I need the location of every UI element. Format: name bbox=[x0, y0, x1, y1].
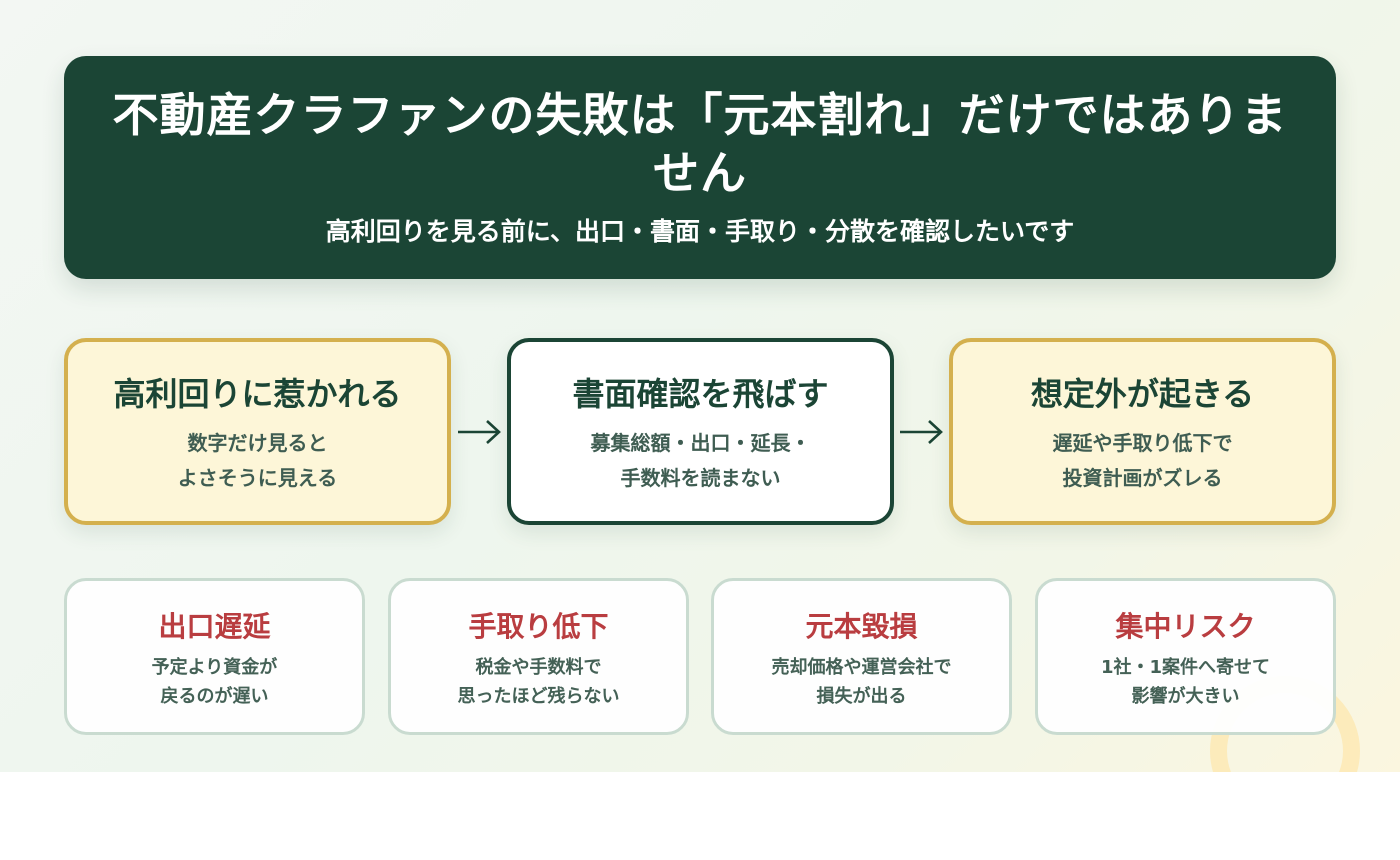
flow-step-desc-line: 手数料を読まない bbox=[620, 466, 781, 490]
risk-card-lower-net-return: 手取り低下 税金や手数料で 思ったほど残らない bbox=[388, 578, 689, 735]
flow-step-high-yield: 高利回りに惹かれる 数字だけ見ると よさそうに見える bbox=[64, 338, 451, 525]
risk-desc-line: 税金や手数料で bbox=[475, 657, 602, 678]
flow-step-desc-line: よさそうに見える bbox=[177, 466, 338, 490]
risk-title: 元本毀損 bbox=[805, 610, 918, 643]
risk-desc: 予定より資金が 戻るのが遅い bbox=[73, 653, 356, 711]
risk-card-exit-delay: 出口遅延 予定より資金が 戻るのが遅い bbox=[64, 578, 365, 735]
risk-title: 手取り低下 bbox=[468, 610, 609, 643]
flow-step-desc: 募集総額・出口・延長・ 手数料を読まない bbox=[521, 426, 880, 496]
risk-desc-line: 予定より資金が bbox=[151, 657, 278, 678]
flow-step-desc-line: 数字だけ見ると bbox=[187, 431, 328, 455]
hero-title: 不動産クラファンの失敗は「元本割れ」だけではありません bbox=[112, 88, 1288, 200]
risk-desc-line: 思ったほど残らない bbox=[457, 686, 620, 707]
hero-banner: 不動産クラファンの失敗は「元本割れ」だけではありません 高利回りを見る前に、出口… bbox=[64, 56, 1336, 279]
risk-card-principal-loss: 元本毀損 売却価格や運営会社で 損失が出る bbox=[711, 578, 1012, 735]
flow-step-desc: 数字だけ見ると よさそうに見える bbox=[78, 426, 437, 496]
flow-step-desc-line: 遅延や手取り低下で bbox=[1052, 431, 1233, 455]
flow-step-skip-documents: 書面確認を飛ばす 募集総額・出口・延長・ 手数料を読まない bbox=[507, 338, 894, 525]
risk-desc-line: 損失が出る bbox=[816, 686, 907, 707]
risk-desc-line: 影響が大きい bbox=[1131, 686, 1240, 707]
risk-desc-line: 戻るのが遅い bbox=[160, 686, 269, 707]
flow-step-desc-line: 募集総額・出口・延長・ bbox=[590, 431, 811, 455]
flow-step-title: 高利回りに惹かれる bbox=[113, 375, 402, 413]
risk-desc-line: 売却価格や運営会社で bbox=[771, 657, 952, 678]
risk-card-concentration: 集中リスク 1社・1案件へ寄せて 影響が大きい bbox=[1035, 578, 1336, 735]
risk-desc-line: 1社・1案件へ寄せて bbox=[1100, 657, 1271, 678]
flow-step-title: 書面確認を飛ばす bbox=[572, 375, 829, 413]
risk-title: 出口遅延 bbox=[158, 610, 271, 643]
right-arrow-icon bbox=[458, 420, 501, 444]
flow-step-desc-line: 投資計画がズレる bbox=[1062, 466, 1223, 490]
flow-step-unexpected: 想定外が起きる 遅延や手取り低下で 投資計画がズレる bbox=[949, 338, 1336, 525]
infographic-canvas: 不動産クラファンの失敗は「元本割れ」だけではありません 高利回りを見る前に、出口… bbox=[0, 0, 1400, 772]
flow-step-title: 想定外が起きる bbox=[1030, 375, 1255, 413]
right-arrow-icon bbox=[900, 420, 943, 444]
risk-title: 集中リスク bbox=[1115, 610, 1256, 643]
risk-desc: 1社・1案件へ寄せて 影響が大きい bbox=[1044, 653, 1327, 711]
hero-subtitle: 高利回りを見る前に、出口・書面・手取り・分散を確認したいです bbox=[325, 217, 1075, 246]
risk-desc: 売却価格や運営会社で 損失が出る bbox=[720, 653, 1003, 711]
flow-step-desc: 遅延や手取り低下で 投資計画がズレる bbox=[963, 426, 1322, 496]
risk-desc: 税金や手数料で 思ったほど残らない bbox=[397, 653, 680, 711]
